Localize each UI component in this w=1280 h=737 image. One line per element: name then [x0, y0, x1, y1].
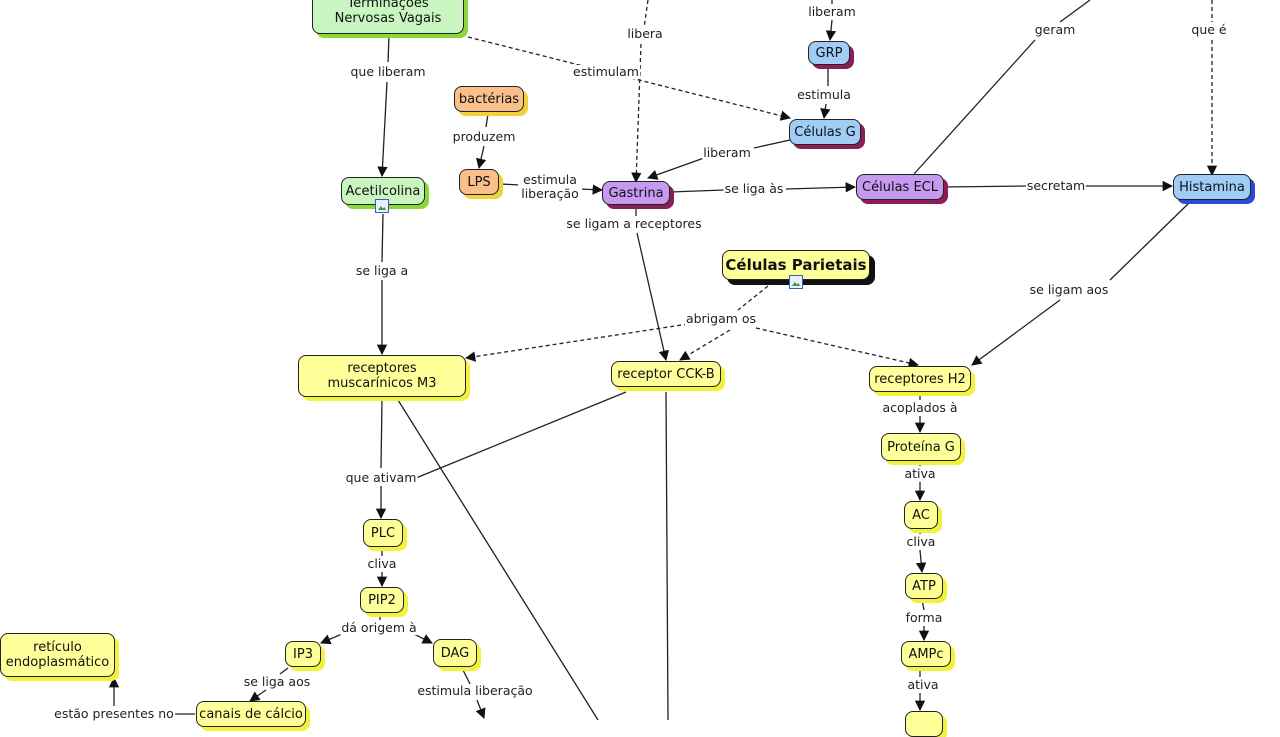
node-plc[interactable]: PLC — [363, 519, 403, 547]
link-label-se-ligam-a-receptores: se ligam a receptores — [565, 216, 703, 231]
node-receptor-cck-b[interactable]: receptor CCK-B — [611, 361, 721, 387]
link-label-estimula-liberacao: estimula liberação — [518, 173, 582, 201]
link-label-se-liga-as: se liga às — [723, 181, 785, 196]
link-label-secretam: secretam — [1025, 178, 1087, 193]
node-lps[interactable]: LPS — [459, 169, 499, 195]
node-canais-de-calcio[interactable]: canais de cálcio — [196, 701, 306, 727]
node-ac[interactable]: AC — [904, 501, 938, 529]
concept-map-connections — [108, 0, 1218, 720]
image-attachment-icon[interactable] — [375, 199, 389, 213]
node-histamina[interactable]: Histamina — [1173, 174, 1251, 200]
node-atp[interactable]: ATP — [905, 573, 943, 599]
link-label-estimulam: estimulam — [572, 64, 640, 79]
node-reticulo-endoplasmatico[interactable]: retículo endoplasmático — [0, 633, 115, 677]
link-label-geram: geram — [1033, 22, 1077, 37]
link-label-estimula: estimula — [796, 87, 852, 102]
node-dag[interactable]: DAG — [433, 639, 477, 667]
link-label-que-e: que é — [1190, 22, 1228, 37]
node-bacterias[interactable]: bactérias — [454, 86, 524, 112]
link-label-acoplados-a: acoplados à — [881, 400, 959, 415]
link-label-liberam: liberam — [807, 4, 857, 19]
node-next-step[interactable] — [905, 711, 943, 737]
link-label-ativa: ativa — [903, 466, 937, 481]
node-proteina-g[interactable]: Proteína G — [881, 433, 961, 461]
node-celulas-ecl[interactable]: Células ECL — [856, 174, 944, 200]
node-ip3[interactable]: IP3 — [285, 641, 321, 667]
link-label-liberam-g: liberam — [702, 145, 752, 160]
link-label-libera: libera — [626, 26, 664, 41]
link-label-se-liga-aos: se liga aos — [242, 674, 312, 689]
link-label-abrigam-os: abrigam os — [684, 311, 758, 326]
link-label-se-ligam-aos: se ligam aos — [1028, 282, 1110, 297]
link-label-estimula-liberacao-2: estimula liberação — [416, 683, 534, 698]
node-pip2[interactable]: PIP2 — [360, 587, 404, 613]
link-label-cliva-2: cliva — [366, 556, 398, 571]
link-label-da-origem-a: dá origem à — [340, 620, 418, 635]
link-label-que-ativam: que ativam — [344, 470, 418, 485]
node-receptores-muscarinicos-m3[interactable]: receptores muscarínicos M3 — [298, 355, 466, 397]
link-label-se-liga-a: se liga a — [354, 263, 410, 278]
node-gastrina[interactable]: Gastrina — [602, 181, 670, 205]
node-ampc[interactable]: AMPc — [901, 641, 951, 667]
node-receptores-h2[interactable]: receptores H2 — [869, 366, 971, 392]
node-terminacoes-nervosas-vagais[interactable]: Terminações Nervosas Vagais — [312, 0, 464, 34]
link-label-produzem: produzem — [451, 129, 517, 144]
link-label-cliva: cliva — [905, 534, 937, 549]
link-label-forma: forma — [904, 610, 944, 625]
node-celulas-g[interactable]: Células G — [789, 119, 861, 145]
link-label-que-liberam: que liberam — [349, 64, 427, 79]
image-attachment-icon[interactable] — [789, 275, 803, 289]
link-label-ativa-2: ativa — [906, 677, 940, 692]
node-grp[interactable]: GRP — [808, 41, 850, 65]
link-label-estao-presentes-no: estão presentes no — [53, 706, 175, 721]
